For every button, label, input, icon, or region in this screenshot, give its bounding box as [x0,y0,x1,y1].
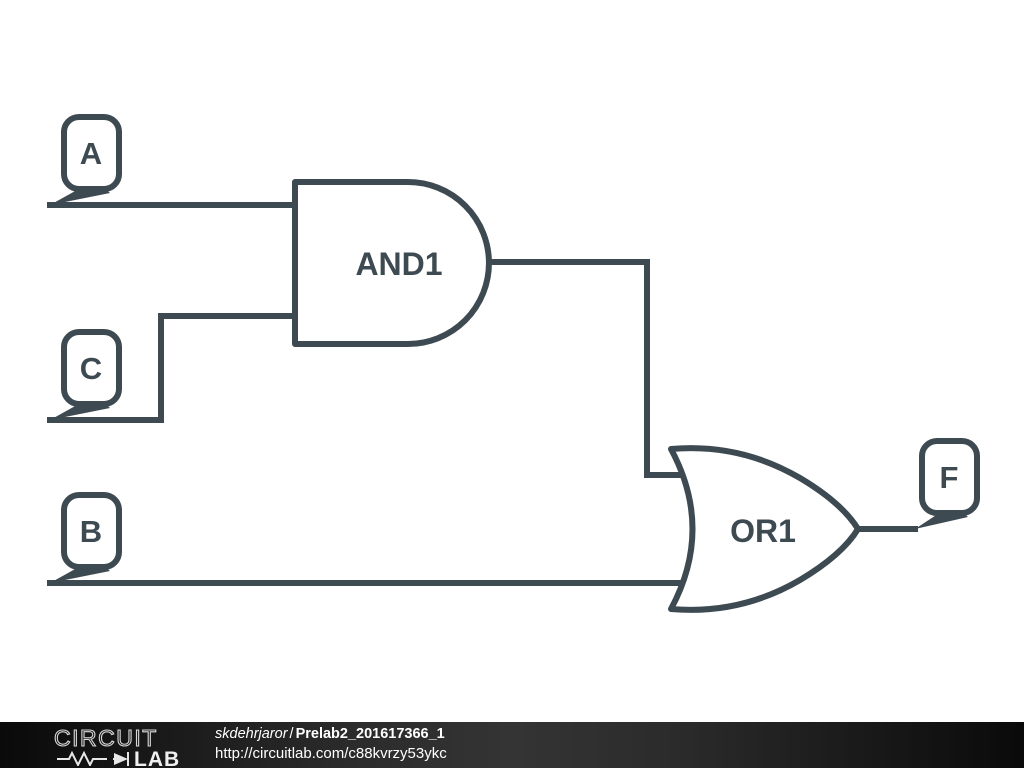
footer-url[interactable]: http://circuitlab.com/c88kvrzy53ykc [215,744,447,762]
logo-wordmark-circuit: CIRCUIT [54,726,158,751]
terminal-B[interactable]: B [50,492,122,583]
schematic-canvas[interactable]: AND1 OR1 A C B [0,0,1024,722]
terminal-A[interactable]: A [50,114,122,205]
diode-triangle-icon [114,753,128,765]
terminal-a-label: A [80,136,102,171]
wire-and1-to-or1[interactable] [487,259,693,478]
terminal-f-box [919,438,980,516]
footer-bar: CIRCUIT LAB skdehrjaror/Prelab2_20161736… [0,722,1024,768]
footer-username: skdehrjaror [215,726,288,742]
terminal-c-box [61,329,122,407]
logic-circuit-diagram: AND1 OR1 A C B [47,114,980,613]
or-gate-OR1[interactable]: OR1 [668,445,861,613]
wire-group [47,202,918,586]
wire-c-to-and1[interactable] [47,313,296,423]
and-gate-label: AND1 [355,246,442,282]
footer-title-line: skdehrjaror/Prelab2_201617366_1 [215,725,447,742]
and-gate-AND1[interactable]: AND1 [292,179,492,347]
terminal-b-label: B [80,514,102,549]
terminal-a-box [61,114,122,192]
footer-separator: / [289,726,294,742]
terminal-C[interactable]: C [50,329,122,420]
terminal-b-box [61,492,122,570]
or-gate-body [668,445,861,613]
footer-text-block: skdehrjaror/Prelab2_201617366_1 http://c… [215,725,447,761]
footer-project-name: Prelab2_201617366_1 [295,726,445,742]
terminal-f-label: F [940,460,959,495]
terminal-c-label: C [80,351,102,386]
circuitlab-logo: CIRCUIT LAB [53,726,180,766]
or-gate-label: OR1 [730,513,796,549]
terminal-F[interactable]: F [915,438,980,529]
and-gate-body [292,179,492,347]
logo-wordmark-lab: LAB [134,748,180,766]
